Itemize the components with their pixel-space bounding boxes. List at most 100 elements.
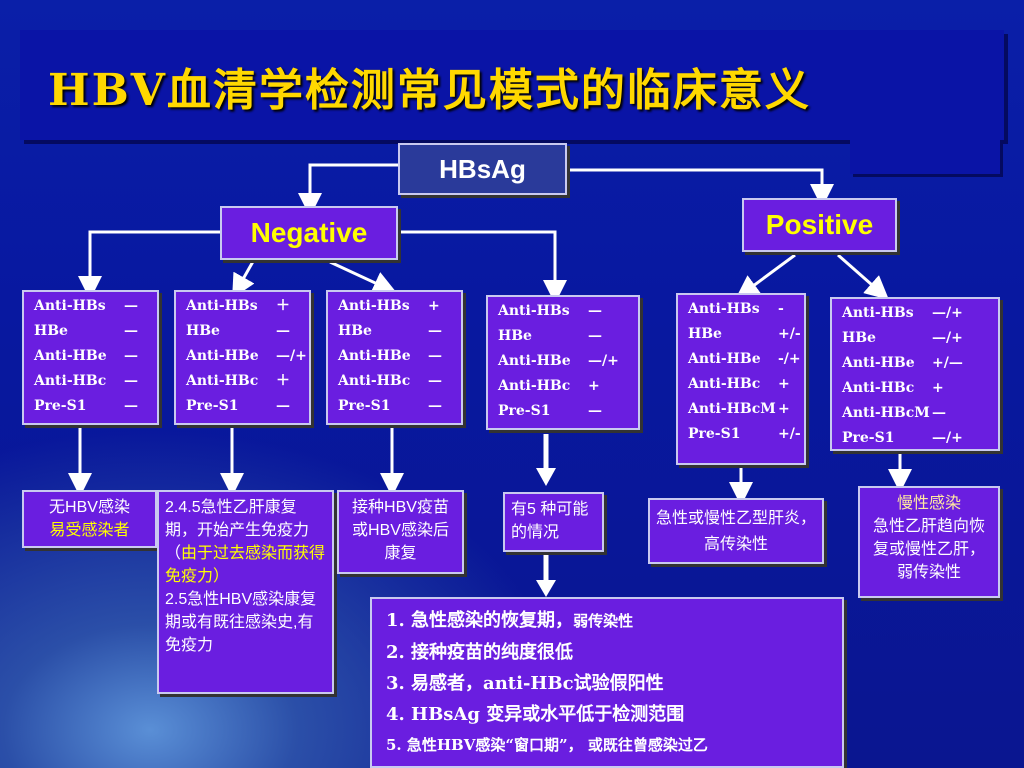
- panel-neg-1: Anti-HBs — HBe — Anti-HBe — Anti-HBc—Pre-S1—: [22, 290, 159, 425]
- panel-row: Pre-S1—: [186, 394, 299, 419]
- marker-result: —: [124, 348, 138, 364]
- panel-neg-3: Anti-HBs + HBe — Anti-HBe — Anti-HBc — Pre-S1—: [326, 290, 463, 425]
- page-title: HBV血清学检测常见模式的临床意义: [48, 65, 811, 116]
- hbsag-label: HBsAg: [439, 153, 526, 184]
- panel-row: Anti-HBcM—: [842, 401, 988, 426]
- marker-name: Anti-HBc: [688, 376, 761, 392]
- title-bar: HBV血清学检测常见模式的临床意义: [20, 30, 1004, 140]
- marker-name: Anti-HBs: [338, 298, 410, 314]
- positive-label: Positive: [765, 209, 874, 240]
- marker-result: —: [124, 298, 138, 314]
- marker-name: HBe: [498, 328, 532, 344]
- marker-result: —: [588, 403, 602, 419]
- list-item-text: 5. 急性HBV感染“窗口期”， 或既往曾感染过乙: [386, 736, 708, 754]
- marker-result: —: [428, 348, 442, 364]
- panel-row: Anti-HBcM+: [688, 397, 794, 422]
- marker-result: —: [124, 323, 138, 339]
- outcome-2: 2.4.5急性乙肝康复期，开始产生免疫力（由于过去感染而获得免疫力） 2.5急性…: [157, 490, 334, 694]
- line-root-positive: [567, 168, 834, 208]
- list-item: 1. 急性感染的恢复期，弱传染性: [386, 605, 828, 637]
- marker-result: —: [932, 405, 946, 421]
- list-item: 2. 接种疫苗的纯度很低: [386, 637, 828, 668]
- marker-name: Anti-HBc: [338, 373, 411, 389]
- panel-row: Anti-HBc +: [688, 372, 794, 397]
- list-item: 5. 急性HBV感染“窗口期”， 或既往曾感染过乙: [386, 730, 828, 761]
- marker-name: Anti-HBc: [842, 380, 915, 396]
- marker-name: Anti-HBe: [186, 348, 259, 364]
- panel-pos-1: Anti-HBs-HBe+/-Anti-HBe-/+Anti-HBc+Anti-…: [676, 293, 806, 465]
- outcome-2-text-c: ）: [213, 568, 230, 585]
- marker-name: Pre-S1: [338, 398, 391, 414]
- panel-row: Anti-HBs —: [34, 294, 147, 319]
- marker-result: +: [588, 378, 600, 394]
- panel-pos-2: Anti-HBs—/+HBe—/+Anti-HBe+/—Anti-HBc+Ant…: [830, 297, 1000, 451]
- marker-name: Pre-S1: [498, 403, 551, 419]
- marker-name: Anti-HBe: [34, 348, 107, 364]
- marker-result: -: [778, 301, 784, 317]
- marker-result: -/+: [778, 351, 801, 367]
- list-item-text: 2. 接种疫苗的纯度很低: [386, 642, 574, 663]
- marker-name: Anti-HBe: [498, 353, 571, 369]
- marker-result: —: [276, 323, 290, 339]
- panel-row: Anti-HBc＋: [186, 369, 299, 394]
- marker-name: HBe: [186, 323, 220, 339]
- panel-row: Anti-HBs—: [498, 299, 628, 324]
- panel-row: HBe—/+: [842, 326, 988, 351]
- line-pos-p5: [735, 253, 796, 300]
- marker-result: —: [428, 373, 442, 389]
- panel-row: Anti-HBe+/—: [842, 351, 988, 376]
- marker-name: Anti-HBe: [338, 348, 411, 364]
- marker-result: —: [588, 328, 602, 344]
- marker-name: Anti-HBs: [842, 305, 914, 321]
- marker-name: Anti-HBc: [34, 373, 107, 389]
- panel-row: Anti-HBe —: [34, 344, 147, 369]
- marker-name: Anti-HBe: [842, 355, 915, 371]
- outcome-2-text-d: 2.5急性HBV感染康复期或有既往感染史,有免疫力: [165, 591, 317, 654]
- marker-result: ＋: [276, 298, 290, 314]
- outcome-1-line-b: 易受感染者: [49, 522, 130, 539]
- line-neg-p2: [232, 257, 257, 299]
- panel-row: HBe+/-: [688, 322, 801, 347]
- negative-label: Negative: [250, 217, 368, 248]
- panel-row: HBe —: [498, 324, 628, 349]
- list-item: 3. 易感者，anti-HBc试验假阳性: [386, 668, 828, 699]
- outcome-3: 接种HBV疫苗或HBV感染后康复: [337, 490, 464, 574]
- marker-name: Anti-HBcM: [688, 401, 776, 417]
- list-item-text: 1. 急性感染的恢复期，: [386, 610, 574, 631]
- marker-name: HBe: [842, 330, 876, 346]
- panel-row: Anti-HBe—/+: [186, 344, 307, 369]
- outcome-6: 慢性感染 急性乙肝趋向恢复或慢性乙肝，弱传染性: [858, 486, 1000, 598]
- line-neg-p4: [398, 230, 567, 304]
- marker-name: Pre-S1: [842, 430, 895, 446]
- panel-row: Anti-HBc+: [842, 376, 988, 401]
- marker-name: HBe: [34, 323, 68, 339]
- outcome-3-text: 接种HBV疫苗或HBV感染后康复: [352, 499, 449, 562]
- positive-node: Positive: [742, 198, 897, 252]
- marker-name: Anti-HBs: [498, 303, 570, 319]
- marker-result: +/-: [778, 426, 801, 442]
- marker-name: Anti-HBs: [186, 298, 258, 314]
- marker-result: +: [778, 401, 790, 417]
- list-item: 4. HBsAg 变异或水平低于检测范围: [386, 699, 828, 730]
- marker-result: +: [778, 376, 790, 392]
- panel-row: Anti-HBs ＋: [186, 294, 299, 319]
- marker-name: HBe: [338, 323, 372, 339]
- marker-result: —: [428, 323, 442, 339]
- marker-name: HBe: [688, 326, 722, 342]
- arrowhead-p4-o4: [536, 468, 556, 486]
- panel-row: Pre-S1—: [34, 394, 147, 419]
- marker-result: +: [428, 298, 440, 314]
- outcome-5: 急性或慢性乙型肝炎，高传染性: [648, 498, 824, 564]
- panel-row: Anti-HBc—: [34, 369, 147, 394]
- marker-result: —/+: [932, 305, 963, 321]
- panel-row: Pre-S1—: [338, 394, 451, 419]
- negative-node: Negative: [220, 206, 398, 260]
- marker-result: —/+: [588, 353, 619, 369]
- marker-name: Anti-HBs: [34, 298, 106, 314]
- marker-name: Anti-HBe: [688, 351, 761, 367]
- line-neg-p3: [329, 260, 397, 294]
- outcome-4-text: 有5 种可能的情况: [511, 501, 589, 541]
- panel-row: Anti-HBe -/+: [688, 347, 801, 372]
- marker-name: Anti-HBc: [498, 378, 571, 394]
